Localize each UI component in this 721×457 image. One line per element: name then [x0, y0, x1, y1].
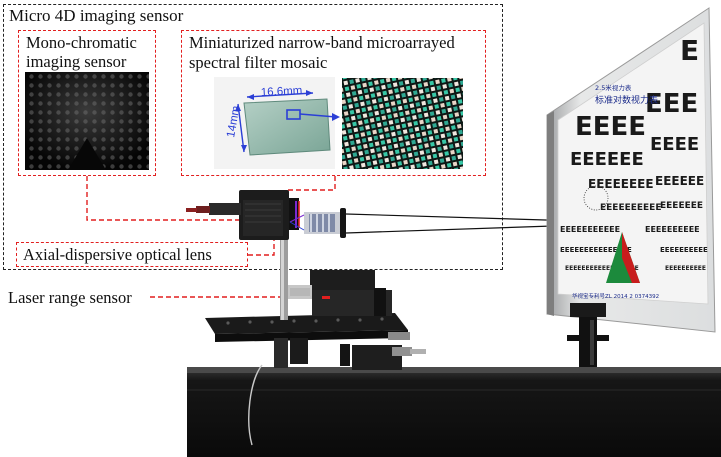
svg-text:EEEE: EEEE: [650, 134, 699, 155]
svg-text:EEEEEE: EEEEEE: [570, 149, 644, 170]
svg-text:EEEEEEEEEEE: EEEEEEEEEEE: [560, 225, 620, 234]
svg-text:EEEEEEEEEEEEEEE: EEEEEEEEEEEEEEE: [560, 246, 632, 254]
mono-sensor-image: [25, 72, 149, 170]
laser-range-sensor: [288, 285, 330, 299]
filter-mosaic-label: Miniaturized narrow-band microarrayed sp…: [189, 33, 455, 73]
svg-text:E: E: [680, 34, 699, 67]
mosaic-closeup: [342, 78, 463, 169]
optical-lens-tube: [304, 208, 346, 238]
svg-text:EEEEEEEEEE: EEEEEEEEEE: [600, 203, 661, 213]
svg-text:EEEEEEEEEE: EEEEEEEEEE: [645, 225, 700, 234]
chart-bottom-text: 华视宝专利号ZL 2014 2 0374392: [572, 292, 659, 300]
camera-post-highlight: [281, 238, 284, 320]
chart-title-line1: 2.5米视力表: [595, 83, 632, 92]
micro-sensor-title: Micro 4D imaging sensor: [9, 6, 184, 25]
svg-text:EEEE: EEEE: [575, 112, 646, 142]
lens-label: Axial-dispersive optical lens: [23, 245, 212, 264]
zoom-arrow-head: [332, 113, 340, 121]
translation-stage: [248, 270, 426, 446]
dimension-height-label: 14mm: [225, 105, 242, 139]
breadboard-plate: [205, 313, 408, 342]
filter-mosaic-frame: [181, 30, 486, 176]
svg-text:EEEEEEEEEE: EEEEEEEEEE: [665, 265, 706, 272]
laser-label: Laser range sensor: [8, 288, 132, 307]
zoom-arrow: [299, 113, 337, 118]
mono-sensor-label-line2: imaging sensor: [26, 52, 127, 71]
svg-text:EEEEEEEEEEEEEEEEEE: EEEEEEEEEEEEEEEEEE: [565, 265, 639, 272]
eye-chart-stand: [567, 303, 609, 367]
mono-sensor-label-line1: Mono-chromatic: [26, 33, 137, 52]
lens-label-frame: [16, 242, 248, 267]
svg-text:EEEEEEEE: EEEEEEEE: [588, 177, 654, 191]
optical-rail: [187, 367, 721, 457]
filter-label-line1: Miniaturized narrow-band microarrayed: [189, 33, 455, 52]
callout-connectors: [86, 176, 336, 298]
svg-text:EEE: EEE: [645, 89, 698, 119]
dimension-width-label: 16.6mm: [261, 85, 303, 99]
eye-chart-board: EEEE EEE E EEEEEE EEEE EEEEEEEE EEEEEE E…: [546, 7, 716, 333]
filter-label-line2: spectral filter mosaic: [189, 53, 328, 72]
mono-sensor-label: Mono-chromatic imaging sensor: [26, 33, 137, 71]
camera-body: [186, 190, 300, 240]
svg-text:EEEEEE: EEEEEE: [655, 174, 704, 188]
filter-glass-photo: [214, 77, 335, 169]
micro-4d-sensor-frame: [3, 4, 503, 270]
chart-title-line2: 标准对数视力表: [595, 94, 658, 106]
svg-text:EEEEEEE: EEEEEEE: [660, 201, 703, 211]
svg-text:EEEEEEEEEE: EEEEEEEEEE: [660, 246, 708, 254]
mono-sensor-frame: [18, 30, 156, 176]
